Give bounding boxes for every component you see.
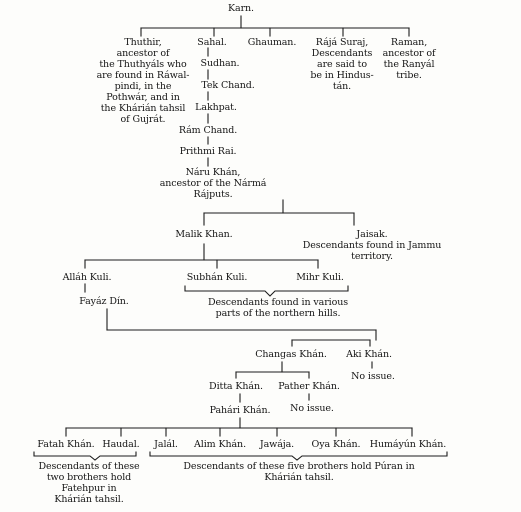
node-raja-suraj: Rájá Suraj, Descendants are said to be i… <box>310 37 373 92</box>
naru-khan-line: Rájputs. <box>193 189 233 200</box>
raja-suraj-line: tán. <box>332 81 352 92</box>
hills-note-line: parts of the northern hills. <box>215 308 341 319</box>
thuthir-line: the Thuthyáls who <box>99 59 187 70</box>
node-malik-khan: Malik Khan. <box>175 229 233 240</box>
puran-note-line: Khárián tahsil. <box>264 472 334 483</box>
node-jawaja: Jawája. <box>259 439 295 450</box>
fatehpur-note-line: Khárián tahsil. <box>54 494 124 505</box>
node-pahari-khan: Pahári Khán. <box>209 405 271 416</box>
thuthir-line: Thuthir, <box>124 37 162 48</box>
node-allah-kuli: Alláh Kuli. <box>62 272 112 283</box>
note-pather-no-issue: No issue. <box>290 403 334 414</box>
node-aki-khan: Aki Khán. <box>346 349 392 360</box>
raman-line: ancestor of <box>382 48 436 59</box>
raman-line: tribe. <box>396 70 422 81</box>
thuthir-line: pindi, in the <box>114 81 172 92</box>
note-northern-hills: Descendants found in various parts of th… <box>208 297 348 319</box>
thuthir-line: of Gujrát. <box>120 114 166 125</box>
fatehpur-note-line: Descendants of these <box>38 461 140 472</box>
node-pather-khan: Pather Khán. <box>278 381 340 392</box>
root-karn: Karn. <box>228 3 254 14</box>
jaisak-line: Jaisak. <box>356 229 388 240</box>
note-aki-no-issue: No issue. <box>351 371 395 382</box>
naru-khan-line: ancestor of the Nármá <box>159 178 267 189</box>
node-fayaz-din: Fayáz Dín. <box>79 296 129 307</box>
node-humayun-khan: Humáyún Khán. <box>369 439 447 450</box>
node-fatah-khan: Fatah Khán. <box>37 439 95 450</box>
node-raman: Raman, ancestor of the Ranyál tribe. <box>383 37 436 81</box>
puran-note-line: Descendants of these five brothers hold … <box>183 461 415 472</box>
thuthir-line: are found in Ráwal- <box>96 70 190 81</box>
thuthir-line: ancestor of <box>116 48 170 59</box>
node-sudhan: Sudhan. <box>200 58 240 69</box>
node-jaisak: Jaisak. Descendants found in Jammu terri… <box>303 229 442 262</box>
raja-suraj-line: are said to <box>317 59 367 70</box>
node-haudal: Haudal. <box>102 439 140 450</box>
node-ram-chand: Rám Chand. <box>178 125 238 136</box>
node-ghauman: Ghauman. <box>247 37 297 48</box>
raja-suraj-line: be in Hindus- <box>310 70 374 81</box>
fatehpur-note-line: Fatehpur in <box>61 483 117 494</box>
raja-suraj-line: Descendants <box>311 48 373 59</box>
note-puran: Descendants of these five brothers hold … <box>183 461 414 483</box>
raman-line: the Ranyál <box>383 59 435 70</box>
node-naru-khan: Náru Khán, ancestor of the Nármá Rájputs… <box>160 167 267 200</box>
node-oya-khan: Oya Khán. <box>311 439 361 450</box>
node-ditta-khan: Ditta Khán. <box>209 381 263 392</box>
node-prithmi-rai: Prithmi Rai. <box>179 146 237 157</box>
raman-line: Raman, <box>390 37 428 48</box>
node-sahal: Sahal. <box>197 37 227 48</box>
thuthir-line: the Khárián tahsil <box>100 103 186 114</box>
node-changas-khan: Changas Khán. <box>255 349 327 360</box>
node-mihr-kuli: Mihr Kuli. <box>296 272 344 283</box>
node-alim-khan: Alim Khán. <box>194 439 246 450</box>
note-fatehpur: Descendants of these two brothers hold F… <box>38 461 139 505</box>
fatehpur-note-line: two brothers hold <box>46 472 132 483</box>
node-thuthir: Thuthir, ancestor of the Thuthyáls who a… <box>97 37 190 125</box>
thuthir-line: Pothwár, and in <box>106 92 180 103</box>
raja-suraj-line: Rájá Suraj, <box>315 37 369 48</box>
node-subhan-kuli: Subhán Kuli. <box>186 272 248 283</box>
jaisak-line: territory. <box>351 251 393 262</box>
jaisak-line: Descendants found in Jammu <box>302 240 442 251</box>
naru-khan-line: Náru Khán, <box>185 167 241 178</box>
node-jalal: Jalál. <box>154 439 178 450</box>
node-lakhpat: Lakhpat. <box>195 102 237 113</box>
hills-note-line: Descendants found in various <box>207 297 349 308</box>
node-tek-chand: Tek Chand. <box>201 80 255 91</box>
